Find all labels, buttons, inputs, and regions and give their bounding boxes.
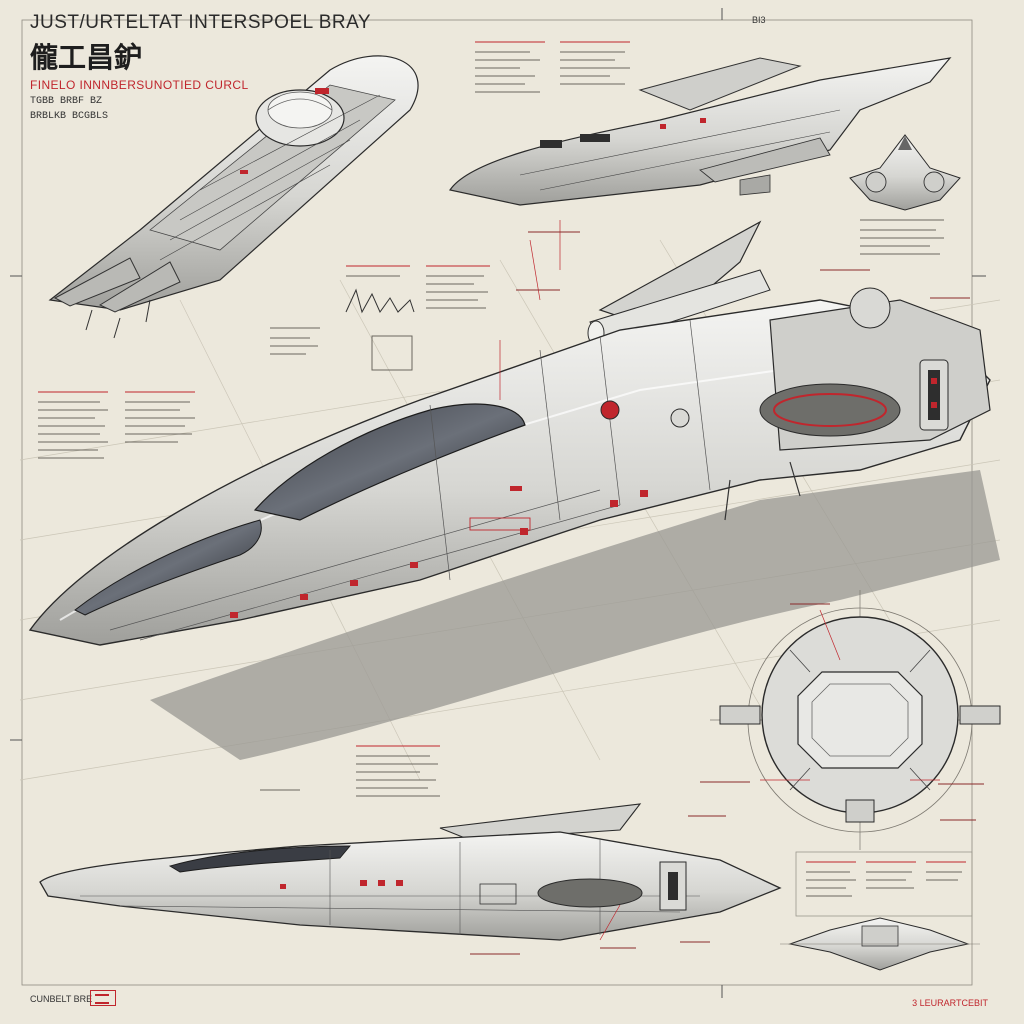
stamp-icon — [90, 990, 116, 1006]
ship-front-view-large — [710, 590, 1001, 850]
spec-block-center — [270, 265, 490, 371]
ship-bottom-right-small — [780, 917, 980, 971]
sub-line-2: BRBLKB BCGBLS — [30, 111, 109, 122]
sheet-number: BI3 — [752, 15, 766, 25]
spec-block-top-center — [475, 41, 630, 93]
ship-bottom-side-view — [39, 803, 782, 941]
sheet-title: JUST/URTELTAT INTERSPOEL BRAY — [30, 12, 372, 33]
main-ship-shadow — [150, 470, 1000, 760]
spec-block-bottom-right — [795, 851, 973, 917]
sub-line-1: TGBB BRBF BZ — [30, 96, 103, 107]
cjk-title: 儱工昌鈩 — [30, 41, 143, 74]
spec-block-mid-left — [38, 391, 195, 459]
red-subtitle: FINELO INNNBERSUNOTIED CURCL — [30, 78, 249, 92]
callout-labels — [470, 231, 984, 955]
footer-left-label: CUNBELT BRE — [30, 994, 93, 1004]
ship-front-view-small — [849, 134, 961, 211]
title-block: JUST/URTELTAT INTERSPOEL BRAY 儱工昌鈩 FINEL… — [30, 12, 372, 122]
spec-block-right — [860, 219, 944, 255]
footer-right-label: 3 LEURARTCEBIT — [912, 998, 988, 1008]
spec-block-bottom-center — [260, 745, 440, 797]
ship-top-left — [48, 55, 419, 339]
ship-main — [28, 220, 991, 646]
ship-top-right — [449, 57, 952, 206]
callout-leaders — [499, 220, 940, 941]
